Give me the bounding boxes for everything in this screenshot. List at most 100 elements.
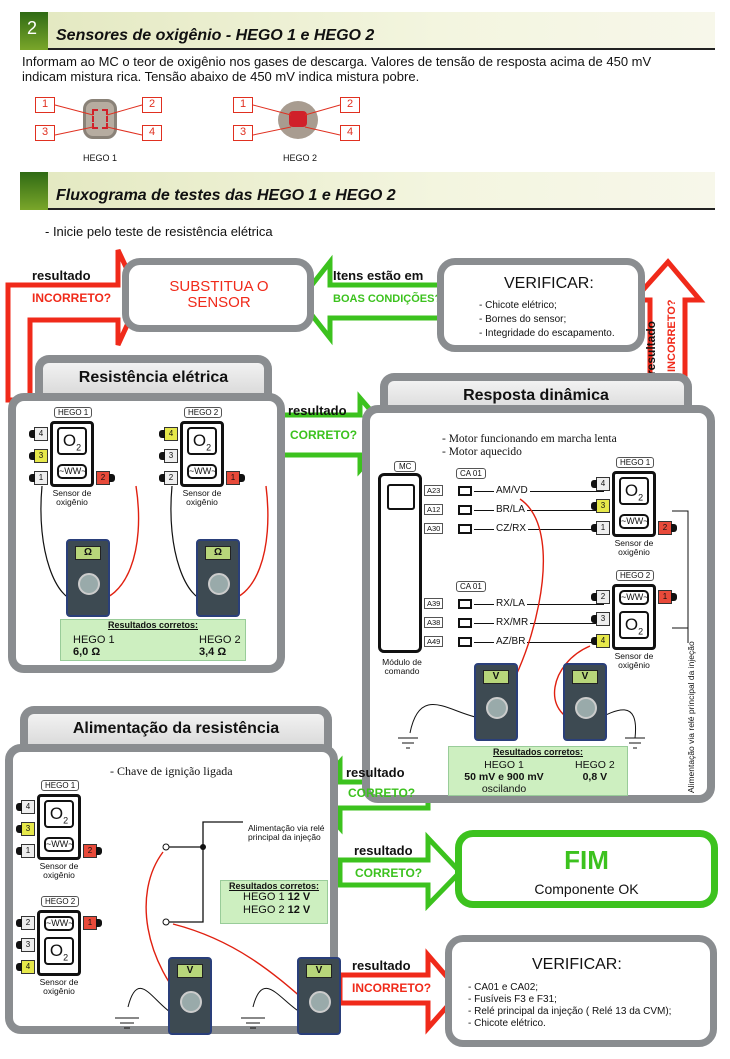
pin-callout: 3: [35, 125, 55, 141]
arrow-label: resultado: [644, 320, 658, 375]
pin-callout: 2: [340, 97, 360, 113]
chip-icon: [387, 484, 415, 510]
verificar-title: VERIFICAR:: [532, 956, 622, 973]
connector-icon: [458, 637, 472, 647]
verificar-list: - CA01 e CA02; - Fusíveis F3 e F31; - Re…: [468, 982, 671, 1030]
supply-label: Alimentação via relé principal da injeçã…: [248, 823, 325, 842]
alimentacao-tab: Alimentação da resistência: [20, 706, 332, 748]
fim-box: FIM Componente OK: [455, 830, 718, 908]
mc-pin: A39: [424, 598, 444, 609]
meter-dial: [309, 991, 331, 1013]
verificar-box-2: VERIFICAR: - CA01 e CA02; - Fusíveis F3 …: [445, 935, 717, 1047]
ca-label: CA 01: [456, 468, 486, 479]
verificar-list: - Chicote elétrico; - Bornes do sensor; …: [479, 299, 615, 341]
sensor-body: O2 ~WW~: [37, 910, 81, 976]
sensor-label: HEGO 2: [41, 896, 80, 907]
connector-hego2: 1 2 3 4 HEGO 2: [233, 95, 363, 165]
pin-callout: 4: [340, 125, 360, 141]
multimeter: V: [474, 663, 518, 741]
condition: - Motor aquecido: [442, 446, 522, 458]
mc-pin: A49: [424, 636, 444, 647]
sensor-pin: 1: [591, 521, 610, 535]
ca-label: CA 01: [456, 581, 486, 592]
substitua-box: SUBSTITUA O SENSOR: [122, 258, 314, 332]
sensor-label: HEGO 1: [616, 457, 655, 468]
list-item: - Chicote elétrico.: [468, 1018, 546, 1029]
mc-pin: A12: [424, 504, 444, 515]
resposta-panel: - Motor funcionando em marcha lenta - Mo…: [362, 405, 715, 803]
result-label: HEGO 2: [199, 634, 241, 646]
arrow-label: CORRETO?: [348, 786, 416, 800]
list-item: - Chicote elétrico;: [479, 300, 557, 311]
result-value: 6,0 Ω: [73, 646, 101, 658]
meter-display: V: [177, 964, 203, 978]
o2-element: O2: [619, 477, 649, 505]
sensor-pin: 3: [16, 822, 35, 836]
connector-icon: [458, 599, 472, 609]
fim-subtitle: Componente OK: [534, 881, 639, 897]
section-number: 2: [20, 12, 48, 50]
wire-line: [474, 623, 604, 624]
sensor-caption: Sensor de oxigênio: [614, 538, 654, 557]
connector-image: [278, 101, 318, 139]
o2-element: O2: [619, 611, 649, 639]
sensor-label: HEGO 2: [184, 407, 223, 418]
sensor-pin: 2: [591, 590, 610, 604]
meter-display: V: [483, 670, 509, 684]
result-label: HEGO 2: [243, 904, 285, 916]
mc-label: MC: [394, 461, 417, 472]
section-header: 2 Sensores de oxigênio - HEGO 1 e HEGO 2: [20, 12, 715, 50]
meter-dial: [486, 697, 508, 719]
heater-icon: ~WW~: [619, 514, 649, 529]
results-title: Resultados corretos:: [492, 747, 584, 757]
wire-label: RX/MR: [494, 617, 531, 628]
sensor-pin: 3: [16, 938, 35, 952]
sensor-pin: 4: [16, 960, 35, 974]
intro-text: - Inicie pelo teste de resistência elétr…: [45, 224, 273, 239]
fim-title: FIM: [564, 845, 609, 875]
sensor-pin: 2: [16, 916, 35, 930]
o2-element: O2: [44, 800, 74, 828]
arrow-label: INCORRETO?: [666, 299, 678, 372]
verificar-title: VERIFICAR:: [504, 275, 594, 292]
heater-icon: ~WW~: [57, 464, 87, 479]
sensor-pin: 4: [591, 634, 610, 648]
sensor-body: O2 ~WW~: [612, 471, 656, 537]
multimeter: V: [563, 663, 607, 741]
wire-line: [474, 491, 604, 492]
arrow-label: BOAS CONDIÇÕES?: [333, 293, 442, 305]
sensor-pin: 3: [159, 449, 178, 463]
pin-callout: 4: [142, 125, 162, 141]
meter-display: V: [306, 964, 332, 978]
heater-icon: ~WW~: [44, 916, 74, 931]
pin-callout: 1: [35, 97, 55, 113]
arrow-label: Itens estão em: [333, 268, 424, 283]
wire-label: CZ/RX: [494, 523, 528, 534]
sensor-label: HEGO 1: [41, 780, 80, 791]
sensor-pin: 4: [159, 427, 178, 441]
sensor-pin: 4: [29, 427, 48, 441]
mc-module: [378, 473, 422, 653]
sensor-label: HEGO 2: [616, 570, 655, 581]
pin-callout: 2: [142, 97, 162, 113]
meter-display: V: [572, 670, 598, 684]
o2-element: O2: [44, 937, 74, 965]
meter-dial: [208, 573, 230, 595]
sensor-pin: 3: [29, 449, 48, 463]
heater-icon: ~WW~: [187, 464, 217, 479]
result-value: 3,4 Ω: [199, 646, 227, 658]
sensor-caption: Sensor de oxigênio: [614, 651, 654, 670]
sensor-body: O2~WW~: [37, 794, 81, 860]
resistencia-tab: Resistência elétrica: [35, 355, 272, 397]
sensor-label: HEGO 1: [54, 407, 93, 418]
list-item: - Bornes do sensor;: [479, 314, 567, 325]
section-header: Fluxograma de testes das HEGO 1 e HEGO 2: [20, 172, 715, 210]
result-label: HEGO 1: [484, 759, 524, 771]
arrow-label: resultado: [352, 958, 411, 973]
